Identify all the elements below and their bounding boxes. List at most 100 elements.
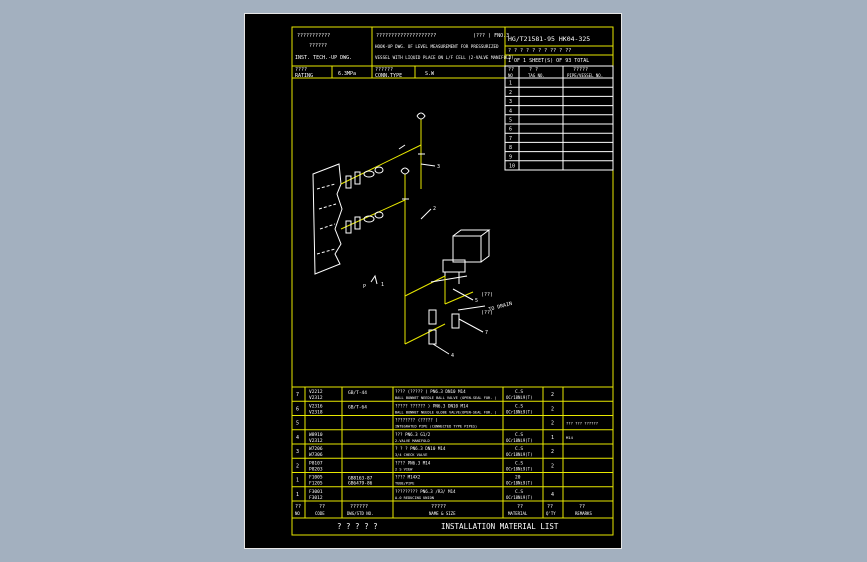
mat-row-no: 4 (296, 435, 299, 441)
mat-head-rem: ?? (579, 504, 585, 510)
mat-head-qty: ?? (547, 504, 553, 510)
drawing-sheet: ??????????? ?????? INST. TECH.-UP DWG. ?… (244, 13, 622, 549)
drawing-canvas: ??????????? ?????? INST. TECH.-UP DWG. ?… (291, 26, 614, 536)
mat-row-no: 1 (296, 492, 299, 498)
footer-title: INSTALLATION MATERIAL LIST (441, 522, 559, 531)
header-left-line3: INST. TECH.-UP DWG. (295, 55, 352, 61)
mat-row-mat2: OCr18Ni9(T) (506, 452, 533, 457)
rating-label: ???? (295, 67, 307, 73)
mat-row-qty: 2 (551, 421, 554, 427)
mat-row-code1: P8107 (309, 460, 323, 466)
mat-row-name2: 3/4 CHECK VALVE (395, 453, 427, 457)
label-plant: (??) (481, 292, 493, 298)
mat-row-qty: 2 (551, 463, 554, 469)
mat-row-code1: V2212 (309, 389, 323, 395)
mat-row-qty: 4 (551, 492, 554, 498)
mat-row-code1: W8910 (309, 432, 323, 438)
mat-row-mat2: OCr18Ni9(T) (506, 395, 533, 400)
mat-row-qty: 2 (551, 392, 554, 398)
mat-row-no: 5 (296, 421, 299, 427)
mat-head-qty-sub: Q'TY (546, 511, 556, 516)
callout-5: 5 (475, 298, 478, 304)
mat-row-mat2: OCr18Ni9(T) (506, 409, 533, 414)
callout-1: 1 (381, 282, 384, 288)
callout-p: P (363, 284, 366, 290)
tag-row-no: 3 (509, 99, 512, 105)
mat-row-mat2: OCr18Ni9(T) (506, 438, 533, 443)
tag-head-tag-sub: TAG NO. (528, 73, 545, 78)
mat-row-code2: V2312 (309, 395, 323, 401)
mat-row-name2: BALL BONNET NEEDLE GLOBE VALVE(OPEN-SEAL… (395, 410, 497, 414)
tag-row-no: 6 (509, 127, 512, 133)
mat-row-name2: 2 S VIEW (395, 467, 413, 471)
sheet-line2: 1 OF 1 SHEET(S) OF 93 TOTAL (508, 58, 589, 64)
tag-row-no: 10 (509, 164, 515, 170)
mat-row-dwg: GB8163-87 (348, 476, 373, 482)
mat-row-name2: INTEGRATED PIPE (CONNECTED TYPE PIPES) (395, 425, 477, 429)
mat-row-rem: M14 (566, 435, 574, 440)
tag-head-no-sub: NO (508, 73, 513, 78)
rating-sub: RATING (295, 73, 313, 79)
callout-7: 7 (485, 330, 488, 336)
header-mid-line1: ???????????????????? (376, 33, 436, 39)
header-left-line1: ??????????? (297, 33, 330, 39)
mat-row-name1: ???? (????? ) PN6.3 DN10 M14 (395, 389, 466, 394)
mat-head-dwg-sub: DWG/STD NO. (347, 511, 374, 516)
mat-row-name1: ???? PN6.3 M14 (395, 460, 431, 465)
mat-row-mat1: C.S (515, 403, 523, 409)
tag-head-no: ?? (508, 67, 514, 73)
drawing-number: HG/T21581-95 HK04-325 (508, 35, 590, 43)
mat-row-code2: V2318 (309, 409, 323, 415)
mat-head-dwg: ?????? (350, 504, 368, 510)
mat-head-mat-sub: MATERIAL (508, 511, 528, 516)
mat-row-dwg2: GB6479-86 (348, 481, 373, 487)
mat-row-mat1: 20 (515, 475, 521, 481)
mat-row-name1: ???? M14X2 (395, 475, 421, 480)
mat-row-mat1: C.S (515, 432, 523, 438)
mat-row-qty: 2 (551, 406, 554, 412)
footer-left: ? ? ? ? ? (337, 522, 378, 531)
mat-row-name2: 2-VALVE MANIFOLD (395, 439, 430, 443)
mat-row-name1: ????????? PN6.3 /R3/ M14 (395, 489, 456, 494)
title-frame (291, 26, 614, 536)
mat-row-code2: F3012 (309, 495, 323, 501)
mat-row-name1: ???????? (????? ) (395, 418, 438, 423)
mat-row-code1: F3001 (309, 489, 323, 495)
mat-row-dwg: GB/T-64 (348, 404, 367, 410)
mat-row-mat1: C.S (515, 446, 523, 452)
mat-head-name: ????? (431, 504, 446, 510)
mat-row-name1: ??? PN6.3 G1/2 (395, 432, 431, 437)
mat-row-mat1: C.S (515, 389, 523, 395)
hookup-diagram: 3 2 5 7 4 P 1 (??) (??) TO DRAIN (312, 112, 513, 359)
conn-sub: CONN.TYPE (375, 73, 402, 79)
tag-row-no: 8 (509, 145, 512, 151)
header-mid-line3: VESSEL WITH LIQUID PLACE ON L/F CELL (2-… (375, 55, 514, 60)
conn-value: S.W (425, 71, 435, 77)
header-mid-line2: HOOK-UP DWG. OF LEVEL MEASUREMENT FOR PR… (375, 44, 499, 49)
mat-head-code-sub: CODE (315, 511, 325, 516)
drain-text: TO DRAIN (488, 301, 513, 313)
mat-row-code1: W7206 (309, 446, 323, 452)
callout-4: 4 (451, 353, 454, 359)
conn-label: ?????? (375, 67, 393, 73)
mat-row-no: 7 (296, 392, 299, 398)
mat-row-qty: 2 (551, 449, 554, 455)
tag-row-no: 4 (509, 108, 512, 114)
mat-row-mat1: C.S (515, 460, 523, 466)
mat-head-mat: ?? (517, 504, 523, 510)
mat-row-no: 2 (296, 463, 299, 469)
tag-row-no: 1 (509, 81, 512, 87)
mat-row-code1: F1005 (309, 475, 323, 481)
mat-head-code: ?? (319, 504, 325, 510)
mat-row-name1: ????? ?????? ) PN6.3 DN10 M14 (395, 403, 469, 408)
mat-row-code2: P8203 (309, 466, 323, 472)
tag-row-no: 2 (509, 90, 512, 96)
tag-head-pipe: ????? (573, 67, 588, 73)
mat-row-code2: V2312 (309, 438, 323, 444)
mat-row-mat2: OCr18Ni9(T) (506, 481, 533, 486)
tag-head-pipe-sub: PIPE/VESSEL NO. (567, 73, 603, 78)
tag-row-no: 5 (509, 118, 512, 124)
mat-row-no: 6 (296, 406, 299, 412)
